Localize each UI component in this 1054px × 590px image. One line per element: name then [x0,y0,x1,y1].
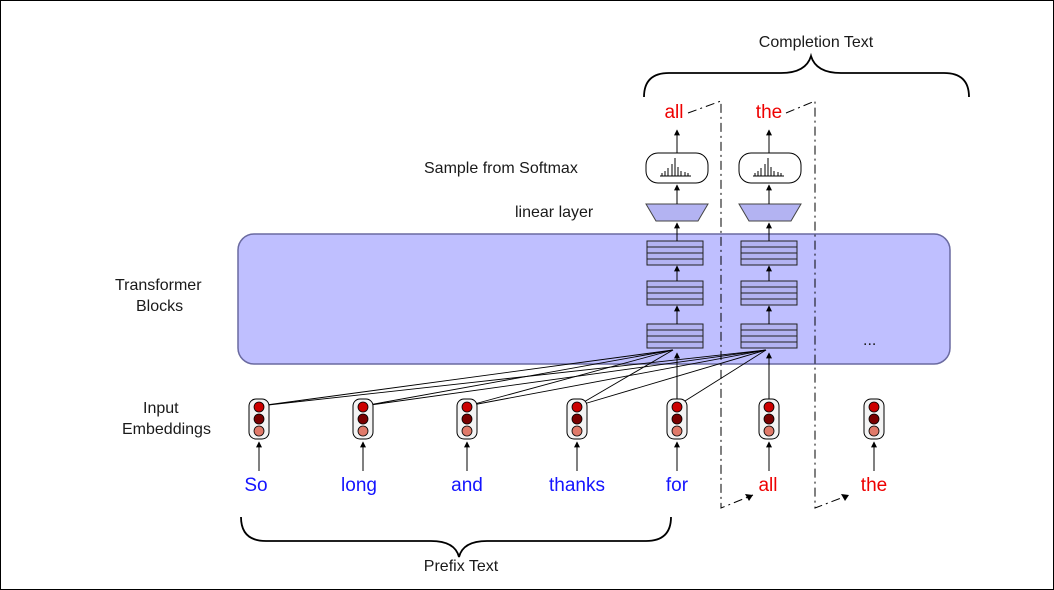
more-positions-ellipsis: ... [863,332,877,349]
attention-connections [258,349,767,407]
autoregressive-loop-lines [687,100,850,509]
softmax-box-2 [738,152,802,184]
embedding-vector [666,398,688,440]
token-arrows [256,441,877,471]
input-token-and: and [451,475,483,496]
embedding-vector [863,398,885,440]
loop-arrow-heads [745,494,849,501]
layer-stack-2 [740,240,798,349]
transformer-blocks-label-line2: Blocks [136,298,184,315]
input-embeddings-label-line2: Embeddings [122,421,211,438]
input-token-the: the [860,475,888,496]
embedding-vector [248,398,270,440]
layer-stack-1 [646,240,704,349]
input-token-thanks: thanks [549,475,605,496]
input-token-so: So [244,475,268,496]
input-token-long: long [341,475,377,496]
linear-layer-2 [738,203,802,222]
input-embeddings-label-line1: Input [143,400,179,417]
embedding-vector [758,398,780,440]
sample-softmax-label: Sample from Softmax [424,160,578,177]
embedding-vector [352,398,374,440]
output-token-2: the [755,102,783,123]
completion-brace [643,52,970,98]
embedding-up-arrows [674,352,772,399]
embedding-vector [456,398,478,440]
embedding-vector [566,398,588,440]
input-token-all: all [758,475,778,496]
prefix-brace [240,516,672,558]
transformer-blocks-panel [237,233,951,365]
input-embeddings [248,398,885,440]
prefix-text-label: Prefix Text [423,558,499,575]
input-token-for: for [665,475,689,496]
linear-layer-1 [645,203,709,222]
softmax-box-1 [645,152,709,184]
transformer-blocks-label-line1: Transformer [115,277,202,294]
linear-layer-label: linear layer [515,204,594,221]
output-token-1: all [664,102,684,123]
completion-text-label: Completion Text [758,34,874,51]
